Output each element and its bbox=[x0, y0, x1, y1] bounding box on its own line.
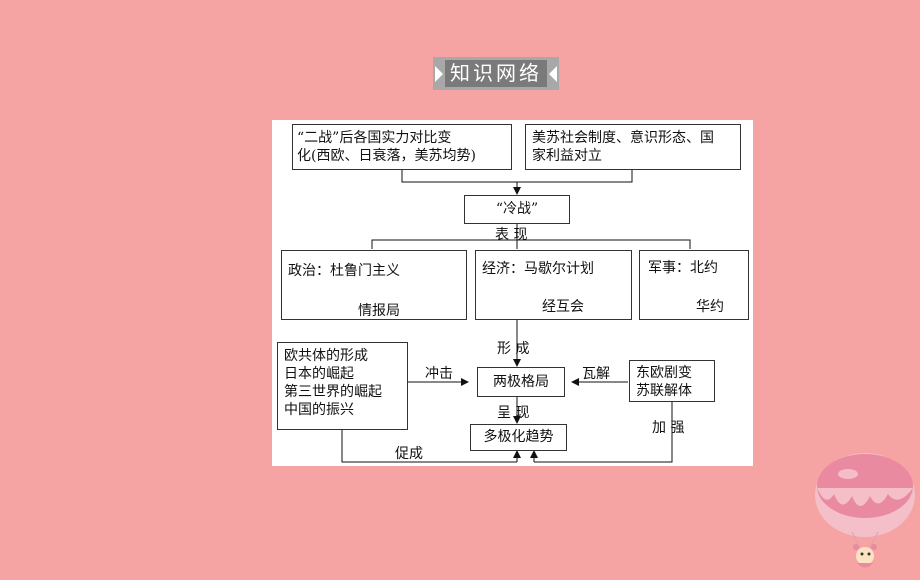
node-eastern-europe-line-1: 东欧剧变 bbox=[636, 365, 692, 381]
node-cold-war: “冷战” bbox=[464, 195, 570, 224]
node-politics-top: 政治：杜鲁门主义 bbox=[288, 263, 400, 279]
edge-label-disintegrate: 瓦解 bbox=[582, 366, 610, 382]
edge-label-impact: 冲击 bbox=[425, 366, 453, 382]
right-notch-icon bbox=[549, 66, 557, 82]
edge-label-promote: 促成 bbox=[395, 446, 423, 462]
node-postwar-line-1: “二战”后各国实力对比变 bbox=[297, 130, 452, 146]
node-multipolar-forces: 欧共体的形成 日本的崛起 第三世界的崛起 中国的振兴 bbox=[277, 342, 408, 430]
node-challenge-2: 日本的崛起 bbox=[284, 366, 354, 382]
node-politics-bottom: 情报局 bbox=[358, 303, 400, 319]
edge-label-present: 呈 现 bbox=[497, 405, 530, 421]
edge-label-form: 形 成 bbox=[497, 341, 530, 357]
node-challenge-3: 第三世界的崛起 bbox=[284, 384, 382, 400]
node-eastern-europe-line-2: 苏联解体 bbox=[636, 383, 692, 399]
node-military: 军事：北约 华约 bbox=[639, 250, 749, 320]
node-postwar-balance: “二战”后各国实力对比变 化(西欧、日衰落，美苏均势) bbox=[292, 124, 512, 170]
node-politics: 政治：杜鲁门主义 情报局 bbox=[281, 250, 467, 320]
node-military-top: 军事：北约 bbox=[648, 260, 718, 276]
concept-diagram: “二战”后各国实力对比变 化(西欧、日衰落，美苏均势) 美苏社会制度、意识形态、… bbox=[272, 120, 753, 466]
connector-lines bbox=[341, 168, 712, 463]
node-challenge-1: 欧共体的形成 bbox=[284, 348, 368, 364]
edge-label-manifest: 表 现 bbox=[495, 227, 528, 243]
balloon-decoration bbox=[812, 450, 918, 576]
node-challenge-4: 中国的振兴 bbox=[284, 402, 354, 418]
node-economy-bottom: 经互会 bbox=[542, 299, 584, 315]
node-economy-top: 经济：马歇尔计划 bbox=[482, 261, 594, 277]
node-multipolar-trend: 多极化趋势 bbox=[470, 424, 567, 451]
node-bipolar: 两极格局 bbox=[477, 367, 565, 397]
title-banner: 知识网络 bbox=[433, 57, 559, 90]
node-us-soviet-line-2: 家利益对立 bbox=[532, 148, 602, 164]
page-title: 知识网络 bbox=[450, 61, 542, 85]
node-us-soviet-line-1: 美苏社会制度、意识形态、国 bbox=[532, 130, 714, 146]
edge-label-strengthen: 加 强 bbox=[652, 420, 685, 436]
node-us-soviet-opposition: 美苏社会制度、意识形态、国 家利益对立 bbox=[525, 124, 741, 170]
left-notch-icon bbox=[435, 66, 443, 82]
node-postwar-line-2: 化(西欧、日衰落，美苏均势) bbox=[297, 148, 476, 164]
node-military-bottom: 华约 bbox=[696, 299, 724, 315]
node-economy: 经济：马歇尔计划 经互会 bbox=[475, 250, 632, 320]
node-eastern-europe: 东欧剧变 苏联解体 bbox=[629, 360, 715, 402]
